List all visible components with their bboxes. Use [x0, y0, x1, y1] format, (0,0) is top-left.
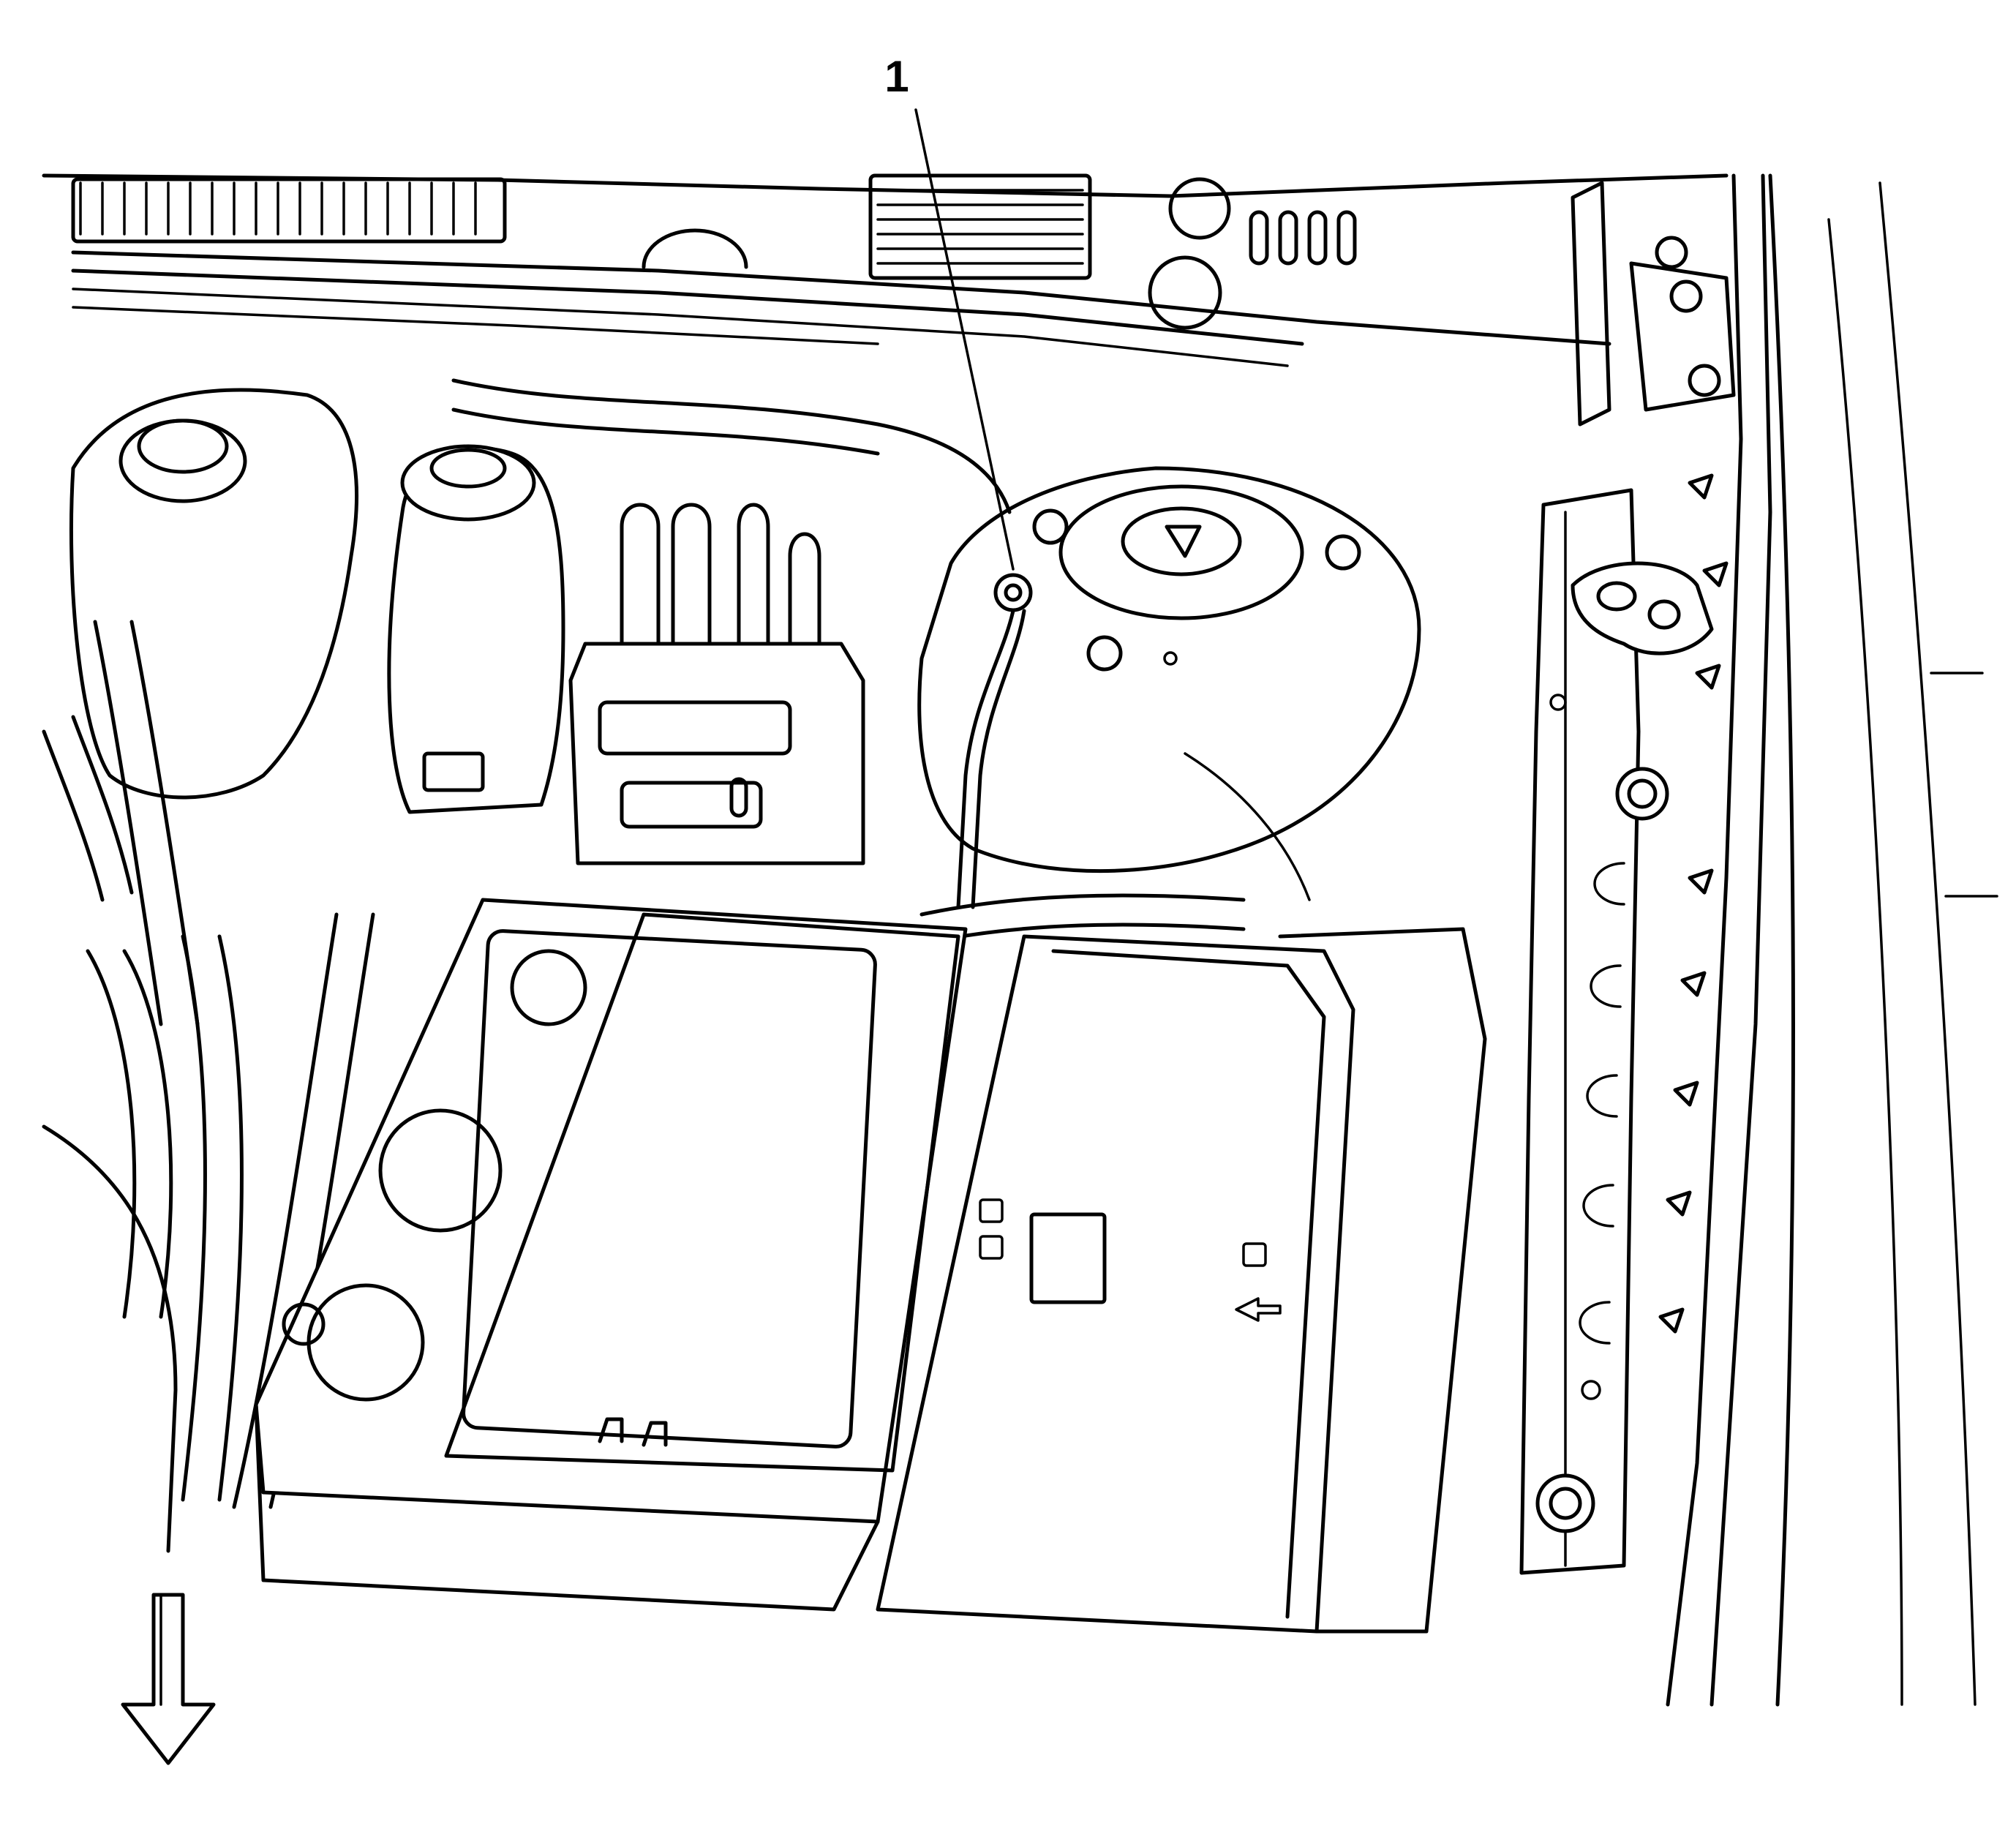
callout-1: 1 — [884, 52, 1015, 571]
coolant-reservoir — [69, 388, 358, 800]
radiator-hose — [42, 620, 200, 1553]
down-arrow-icon — [121, 1593, 216, 1765]
strut-tower — [917, 466, 1421, 909]
battery — [254, 898, 968, 1612]
underhood-fuse-block — [876, 927, 1487, 1634]
wiring-harness — [86, 378, 1246, 1509]
cowl-vent-slots — [642, 177, 1357, 330]
fender-right — [1666, 173, 1998, 1707]
cowl-grille-center — [876, 189, 1084, 265]
fender-rail — [1519, 473, 1729, 1575]
mounting-bracket — [1571, 181, 1736, 427]
cowl-panel — [42, 173, 1729, 367]
brake-fluid-reservoir — [387, 444, 565, 814]
callout-1-leader-line — [914, 108, 1015, 571]
cowl-grille-left — [79, 181, 477, 236]
ground-strap-fastener — [993, 573, 1033, 612]
abs-modulator — [568, 503, 865, 865]
callout-1-label: 1 — [884, 52, 909, 101]
